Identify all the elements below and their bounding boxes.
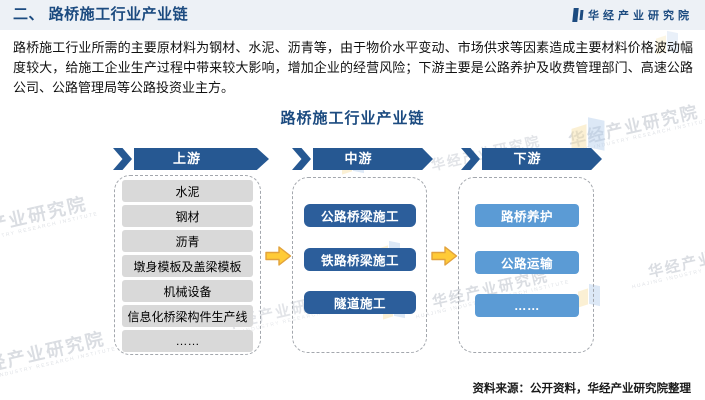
header-bar: 二、 路桥施工行业产业链 华经产业研究院 — [0, 0, 705, 30]
banner-upstream: 上游 — [113, 148, 269, 170]
banner-downstream: 下游 — [461, 148, 602, 170]
upstream-item-7: …… — [122, 330, 253, 352]
downstream-item-1: 路桥养护 — [475, 204, 579, 227]
upstream-container: 水泥 钢材 沥青 墩身模板及盖梁模板 机械设备 信息化桥梁构件生产线 …… — [114, 175, 261, 355]
banner-midstream: 中游 — [292, 148, 433, 170]
upstream-item-1: 水泥 — [122, 180, 253, 202]
huajing-logo-icon — [572, 8, 584, 22]
intro-paragraph: 路桥施工行业所需的主要原材料为钢材、水泥、沥青等，由于物价水平变动、市场供求等因… — [13, 40, 693, 95]
midstream-container: 公路桥梁施工 铁路桥梁施工 隧道施工 — [292, 177, 427, 353]
midstream-item-2: 铁路桥梁施工 — [304, 248, 416, 271]
upstream-item-3: 沥青 — [122, 230, 253, 252]
upstream-item-5: 机械设备 — [122, 280, 253, 302]
chevron-right-icon — [461, 148, 480, 170]
banner-arrow-shape — [134, 148, 269, 170]
upstream-item-4: 墩身模板及盖梁模板 — [122, 255, 253, 277]
diagram-title: 路桥施工行业产业链 — [280, 110, 425, 127]
banner-midstream-label: 中游 — [344, 151, 373, 166]
upstream-item-6: 信息化桥梁构件生产线 — [122, 305, 253, 327]
downstream-item-2: 公路运输 — [475, 251, 579, 274]
midstream-item-3: 隧道施工 — [304, 291, 416, 314]
flow-arrow-icon — [431, 246, 458, 266]
flow-arrow-icon — [265, 246, 292, 266]
chevron-right-icon — [292, 148, 311, 170]
banner-upstream-label: 上游 — [172, 151, 201, 166]
banner-arrow-shape — [482, 148, 602, 170]
brand-logo: 华经产业研究院 — [572, 0, 693, 30]
downstream-item-3: …… — [475, 294, 579, 317]
banner-arrow-shape — [313, 148, 433, 170]
downstream-container: 路桥养护 公路运输 …… — [458, 177, 594, 353]
midstream-item-1: 公路桥梁施工 — [304, 204, 416, 227]
page-title: 二、 路桥施工行业产业链 — [13, 6, 189, 23]
source-note: 资料来源：公开资料，华经产业研究院整理 — [472, 383, 692, 395]
brand-name: 华经产业研究院 — [588, 10, 693, 22]
upstream-item-2: 钢材 — [122, 205, 253, 227]
chevron-right-icon — [113, 148, 132, 170]
banner-downstream-label: 下游 — [513, 151, 542, 166]
